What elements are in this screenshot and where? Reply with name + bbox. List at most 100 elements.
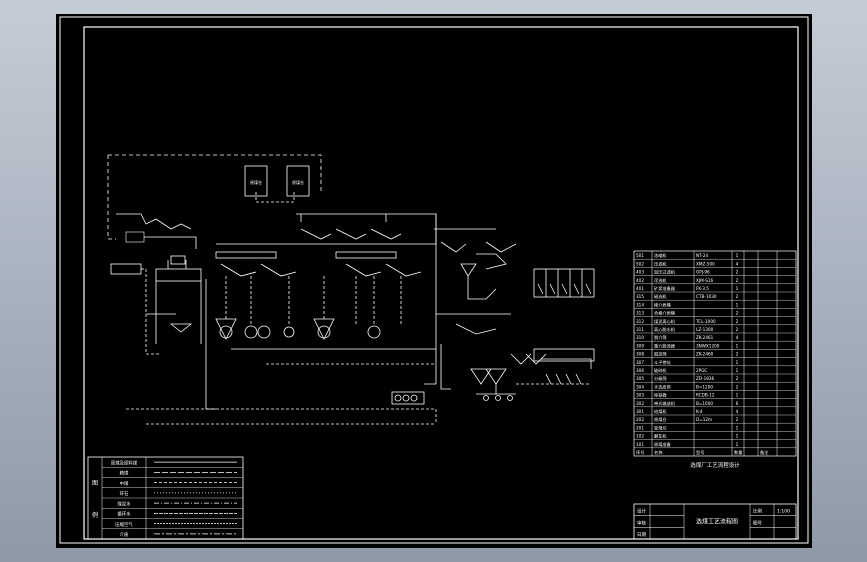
table-cell-qty: 2 bbox=[736, 278, 739, 283]
table-cell-name: 重介旋流器 bbox=[654, 342, 676, 349]
flotation-impellers bbox=[537, 283, 592, 295]
table-header-cell: 型号 bbox=[696, 449, 704, 456]
table-cell-no: 302 bbox=[636, 401, 644, 406]
title-block-label: 日期 bbox=[637, 532, 646, 538]
table-cell-name: 浓缩机 bbox=[654, 252, 667, 259]
table-cell-qty: 1 bbox=[736, 442, 739, 447]
table-cell-name: 带式输送机 bbox=[654, 400, 676, 407]
table-cell-name: 破碎机 bbox=[654, 367, 667, 374]
table-cell-name: 翻车机 bbox=[654, 433, 667, 440]
table-cell-name: 脱介筛 bbox=[654, 334, 667, 341]
table-cell-model: XMZ-500 bbox=[696, 261, 715, 266]
table-cell-qty: 4 bbox=[736, 261, 739, 266]
bin-1-label: 原煤仓 bbox=[250, 179, 262, 185]
table-cell-no: 402 bbox=[636, 278, 644, 283]
legend-side-char: 例 bbox=[92, 511, 98, 519]
legend-side-char: 图 bbox=[92, 480, 98, 487]
screen-drops bbox=[155, 281, 202, 344]
table-cell-qty: 1 bbox=[736, 360, 739, 365]
legend-label: 循环水 bbox=[117, 511, 131, 518]
feeder-line bbox=[144, 236, 197, 249]
screen-feed bbox=[167, 260, 187, 269]
drain-screens bbox=[220, 263, 422, 277]
filter-feed bbox=[436, 313, 511, 335]
table-cell-qty: 2 bbox=[736, 311, 739, 316]
table-cell-no: 305 bbox=[636, 376, 644, 381]
table-cell-model: GPJ-96 bbox=[696, 270, 710, 275]
legend-label: 压缩空气 bbox=[115, 521, 133, 528]
tipper-block bbox=[125, 231, 145, 243]
table-cell-name: 浮选机 bbox=[654, 277, 667, 284]
pump-2 bbox=[495, 395, 501, 401]
table-cell-no: 201 bbox=[636, 425, 644, 430]
desliming-screen-1 bbox=[215, 251, 277, 259]
crusher bbox=[170, 255, 186, 265]
air-loop-line bbox=[107, 154, 322, 240]
table-cell-no: 102 bbox=[636, 434, 644, 439]
table-cell-no: 202 bbox=[636, 417, 644, 422]
table-cell-qty: 2 bbox=[736, 352, 739, 357]
press-filters bbox=[391, 391, 425, 405]
table-cell-qty: 1 bbox=[736, 286, 739, 291]
thickener-cones bbox=[470, 368, 507, 385]
thickener-line bbox=[440, 344, 451, 390]
pit-return-line bbox=[141, 268, 161, 355]
product-bins bbox=[545, 373, 582, 385]
table-cell-name: 分级筛 bbox=[654, 375, 667, 382]
table-cell-no: 310 bbox=[636, 335, 644, 340]
process-flow: 原煤仓 原煤仓 bbox=[107, 154, 595, 425]
tailings-bins bbox=[533, 348, 595, 362]
legend-label: 介质 bbox=[120, 531, 129, 538]
table-cell-no: 401 bbox=[636, 286, 644, 291]
table-cell-no: 308 bbox=[636, 352, 644, 357]
table-cell-no: 311 bbox=[636, 327, 644, 332]
filter-2 bbox=[402, 394, 410, 402]
table-cell-no: 312 bbox=[636, 319, 644, 324]
desliming-screen-2 bbox=[335, 251, 397, 259]
table-cell-model: XJM-S16 bbox=[696, 278, 714, 283]
table-cell-qty: 4 bbox=[736, 335, 739, 340]
table-cell-model: CTB-1030 bbox=[696, 294, 717, 299]
mag-separator-5 bbox=[317, 325, 331, 339]
table-cell-model: RCDB-12 bbox=[696, 393, 715, 398]
table-cell-name: 稀介质桶 bbox=[654, 301, 671, 308]
table-cell-qty: 1 bbox=[736, 393, 739, 398]
screen-house bbox=[155, 268, 202, 282]
conditioner-out bbox=[467, 276, 497, 300]
table-header-cell: 序号 bbox=[636, 449, 644, 456]
flotation-dividers bbox=[545, 269, 583, 297]
mag-separator-1 bbox=[219, 325, 233, 339]
flotation-link bbox=[476, 253, 507, 270]
table-cell-qty: 1 bbox=[736, 302, 739, 307]
raw-coal-bin-1 bbox=[244, 165, 268, 197]
table-cell-model: NT-24 bbox=[696, 253, 708, 258]
table-header-cell: 数量 bbox=[734, 449, 742, 456]
table-cell-name: 加压过滤机 bbox=[654, 269, 676, 276]
table-cell-no: 101 bbox=[636, 442, 644, 447]
equipment-table-frame bbox=[633, 250, 797, 457]
table-cell-model: 3NWX1200 bbox=[696, 343, 720, 348]
inner-border bbox=[83, 26, 799, 540]
table-cell-qty: 4 bbox=[736, 409, 739, 414]
table-cell-name: 压滤机 bbox=[654, 260, 667, 267]
table-cell-qty: 1 bbox=[736, 253, 739, 258]
bin-2-label: 原煤仓 bbox=[292, 179, 304, 185]
medium-sumps bbox=[215, 318, 335, 340]
table-header-cell: 备注 bbox=[760, 449, 769, 456]
table-cell-qty: 2 bbox=[736, 327, 739, 332]
table-cell-no: 304 bbox=[636, 384, 644, 389]
legend-label: 中煤 bbox=[120, 480, 129, 487]
table-cell-qty: 6 bbox=[736, 401, 739, 406]
table-cell-model: ZD-1836 bbox=[696, 376, 715, 381]
table-caption: 选煤厂工艺流程设计 bbox=[690, 461, 740, 469]
table-cell-name: 给煤机 bbox=[654, 408, 667, 415]
table-cell-name: 原煤准备 bbox=[654, 441, 672, 448]
drawing-sheet[interactable]: 原煤仓 原煤仓 bbox=[56, 14, 812, 548]
table-cell-no: 301 bbox=[636, 409, 644, 414]
title-block-label: 设计 bbox=[637, 508, 646, 515]
filter-3 bbox=[410, 394, 418, 402]
table-cell-name: 受煤坑 bbox=[654, 424, 667, 431]
table-cell-model: LZ-1300 bbox=[696, 327, 714, 332]
